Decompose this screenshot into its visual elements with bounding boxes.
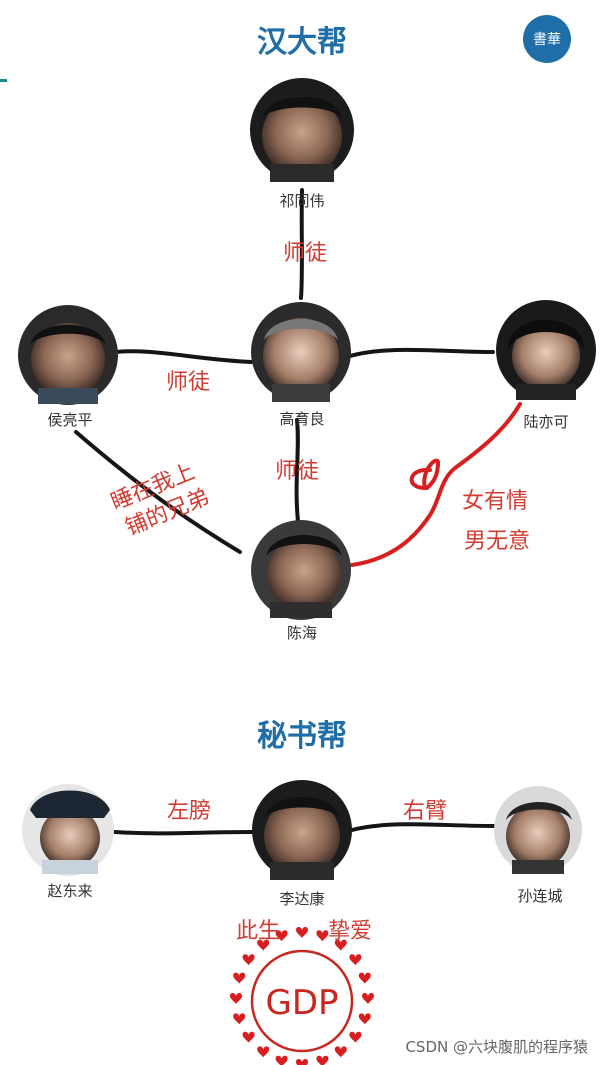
gdp-badge: GDP <box>252 951 352 1051</box>
heart-icon <box>316 930 328 941</box>
edge-zhao-li <box>115 832 252 833</box>
heart-icon <box>359 973 371 984</box>
rel-label-gao-chen: 师徒 <box>275 459 319 484</box>
name-zhao: 赵东来 <box>47 882 92 900</box>
heart-icon <box>349 1032 361 1043</box>
heart-icon <box>233 973 245 984</box>
name-chen: 陈海 <box>287 624 317 642</box>
heart-icon <box>233 1013 245 1024</box>
portrait-li[interactable] <box>252 780 352 880</box>
portrait-lu[interactable] <box>496 300 596 400</box>
name-qi: 祁同伟 <box>279 192 324 210</box>
heart-icon <box>359 1013 371 1024</box>
heart-icon <box>362 993 374 1004</box>
group-title-han: 汉大帮 <box>257 25 347 60</box>
rel-label-zhao-li: 左膀 <box>167 799 211 824</box>
name-sun: 孙连城 <box>517 887 562 905</box>
heart-bow <box>412 461 439 488</box>
heart-icon <box>276 1056 288 1065</box>
logo: 書華 <box>523 15 571 63</box>
edge-gao-lu <box>350 350 493 356</box>
edge-mark <box>0 79 7 82</box>
rel-label-li-sun: 右臂 <box>403 799 447 824</box>
heart-icon <box>316 1056 328 1065</box>
group-title-secretary: 秘书帮 <box>257 719 347 754</box>
rel-label-qi-gao: 师徒 <box>283 241 327 266</box>
gdp-label: GDP <box>265 983 338 1023</box>
rel-label-li-gdp-1: 此生 <box>236 919 280 944</box>
name-lu: 陆亦可 <box>523 413 568 431</box>
rel-label-li-gdp-2: 挚爱 <box>328 919 372 944</box>
rel-label-hou-gao: 师徒 <box>166 370 210 395</box>
portrait-chen[interactable] <box>251 520 351 620</box>
heart-icon <box>243 954 255 965</box>
portrait-sun[interactable] <box>494 786 582 874</box>
heart-icon <box>257 1046 269 1057</box>
rel-label-lu-chen-line1: 女有情 <box>462 489 528 514</box>
edge-hou-gao <box>116 351 252 362</box>
edge-li-sun <box>352 824 494 830</box>
heart-icon <box>296 1059 308 1065</box>
heart-icon <box>230 993 242 1004</box>
heart-icon <box>349 954 361 965</box>
name-li: 李达康 <box>279 890 324 908</box>
rel-label-lu-chen-line2: 男无意 <box>464 529 530 554</box>
portrait-gao[interactable] <box>251 302 351 402</box>
heart-icon <box>296 927 308 938</box>
heart-icon <box>335 1046 347 1057</box>
name-hou: 侯亮平 <box>47 411 92 429</box>
portrait-qi[interactable] <box>250 78 354 182</box>
portrait-hou[interactable] <box>18 305 118 405</box>
portrait-zhao[interactable] <box>22 784 114 876</box>
heart-icon <box>243 1032 255 1043</box>
watermark: CSDN @六块腹肌的程序猿 <box>405 1038 588 1056</box>
logo-text: 書華 <box>533 32 561 48</box>
name-gao: 高育良 <box>279 410 324 428</box>
